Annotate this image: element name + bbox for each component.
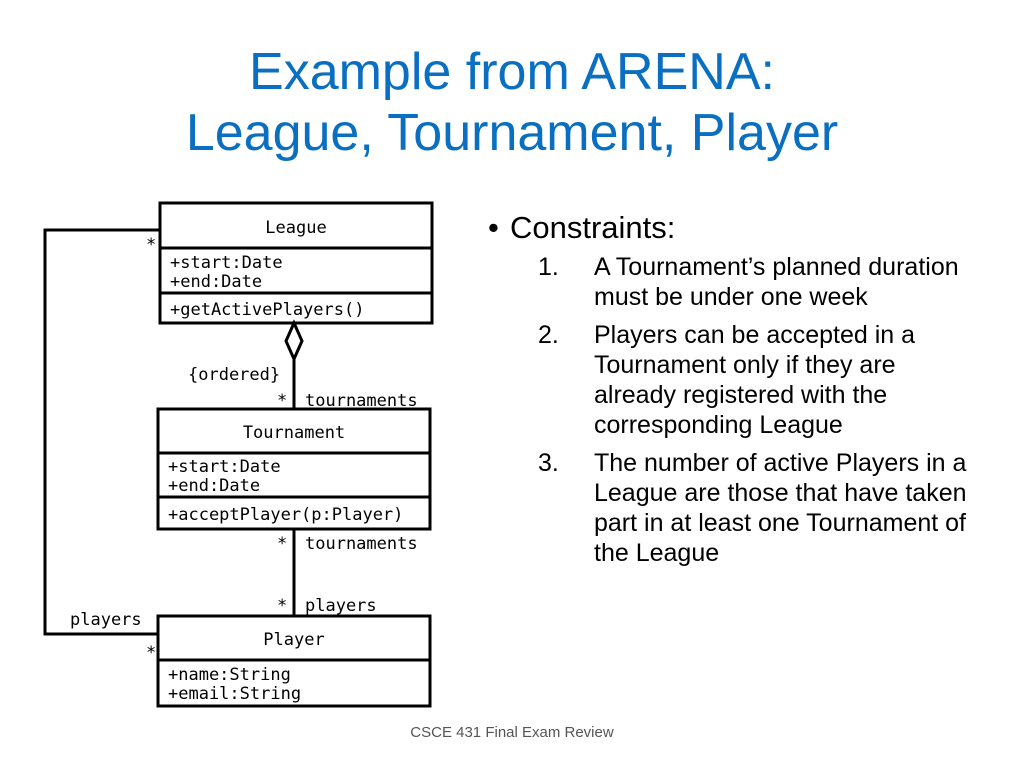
league-player-multiplicity-player: * xyxy=(146,643,156,663)
tournament-attribute-start: +start:Date xyxy=(168,457,281,477)
constraint-item: 3. The number of active Players in a Lea… xyxy=(488,448,980,568)
league-attribute-start: +start:Date xyxy=(170,253,283,273)
league-player-role-players: players xyxy=(70,610,142,630)
aggregation-diamond xyxy=(284,319,304,363)
constraint-item: 2. Players can be accepted in a Tourname… xyxy=(488,320,980,440)
tournament-player-role-tournaments: tournaments xyxy=(305,534,418,554)
constraint-number: 2. xyxy=(538,321,559,349)
constraint-text: Players can be accepted in a Tournament … xyxy=(594,321,916,439)
tournament-player-multiplicity-bottom: * xyxy=(277,596,287,616)
title-line-2: League, Tournament, Player xyxy=(185,104,839,163)
constraints-heading: • Constraints: xyxy=(488,210,1008,246)
league-tournament-role-tournaments: tournaments xyxy=(305,391,418,411)
ordered-constraint-label: {ordered} xyxy=(188,365,280,385)
tournament-player-role-players: players xyxy=(305,596,377,616)
constraint-item: 1. A Tournament’s planned duration must … xyxy=(488,252,980,312)
tournament-player-multiplicity-top: * xyxy=(277,534,287,554)
constraints-section: • Constraints: 1. A Tournament’s planned … xyxy=(488,210,1008,576)
league-player-multiplicity-league: * xyxy=(146,235,156,255)
player-attribute-email: +email:String xyxy=(168,684,301,704)
slide-footer: CSCE 431 Final Exam Review xyxy=(410,724,614,741)
constraints-heading-text: Constraints: xyxy=(510,210,676,245)
constraint-text: A Tournament’s planned duration must be … xyxy=(594,253,959,311)
slide-title: Example from ARENA: League, Tournament, … xyxy=(0,42,1024,165)
league-operation: +getActivePlayers() xyxy=(170,300,364,320)
constraint-number: 1. xyxy=(538,253,559,281)
tournament-class-name: Tournament xyxy=(243,423,345,443)
bullet-icon: • xyxy=(488,210,499,245)
constraints-list: 1. A Tournament’s planned duration must … xyxy=(488,252,1008,568)
league-attribute-end: +end:Date xyxy=(170,272,262,292)
player-attribute-name: +name:String xyxy=(168,665,291,685)
league-tournament-multiplicity: * xyxy=(277,391,287,411)
constraint-text: The number of active Players in a League… xyxy=(594,449,967,567)
league-class-box xyxy=(158,201,434,325)
player-class-name: Player xyxy=(263,630,324,650)
league-class-name: League xyxy=(265,218,326,238)
tournament-operation: +acceptPlayer(p:Player) xyxy=(168,505,403,525)
league-player-link xyxy=(43,228,160,636)
tournament-attribute-end: +end:Date xyxy=(168,476,260,496)
constraint-number: 3. xyxy=(538,449,559,477)
title-line-1: Example from ARENA: xyxy=(249,43,775,101)
